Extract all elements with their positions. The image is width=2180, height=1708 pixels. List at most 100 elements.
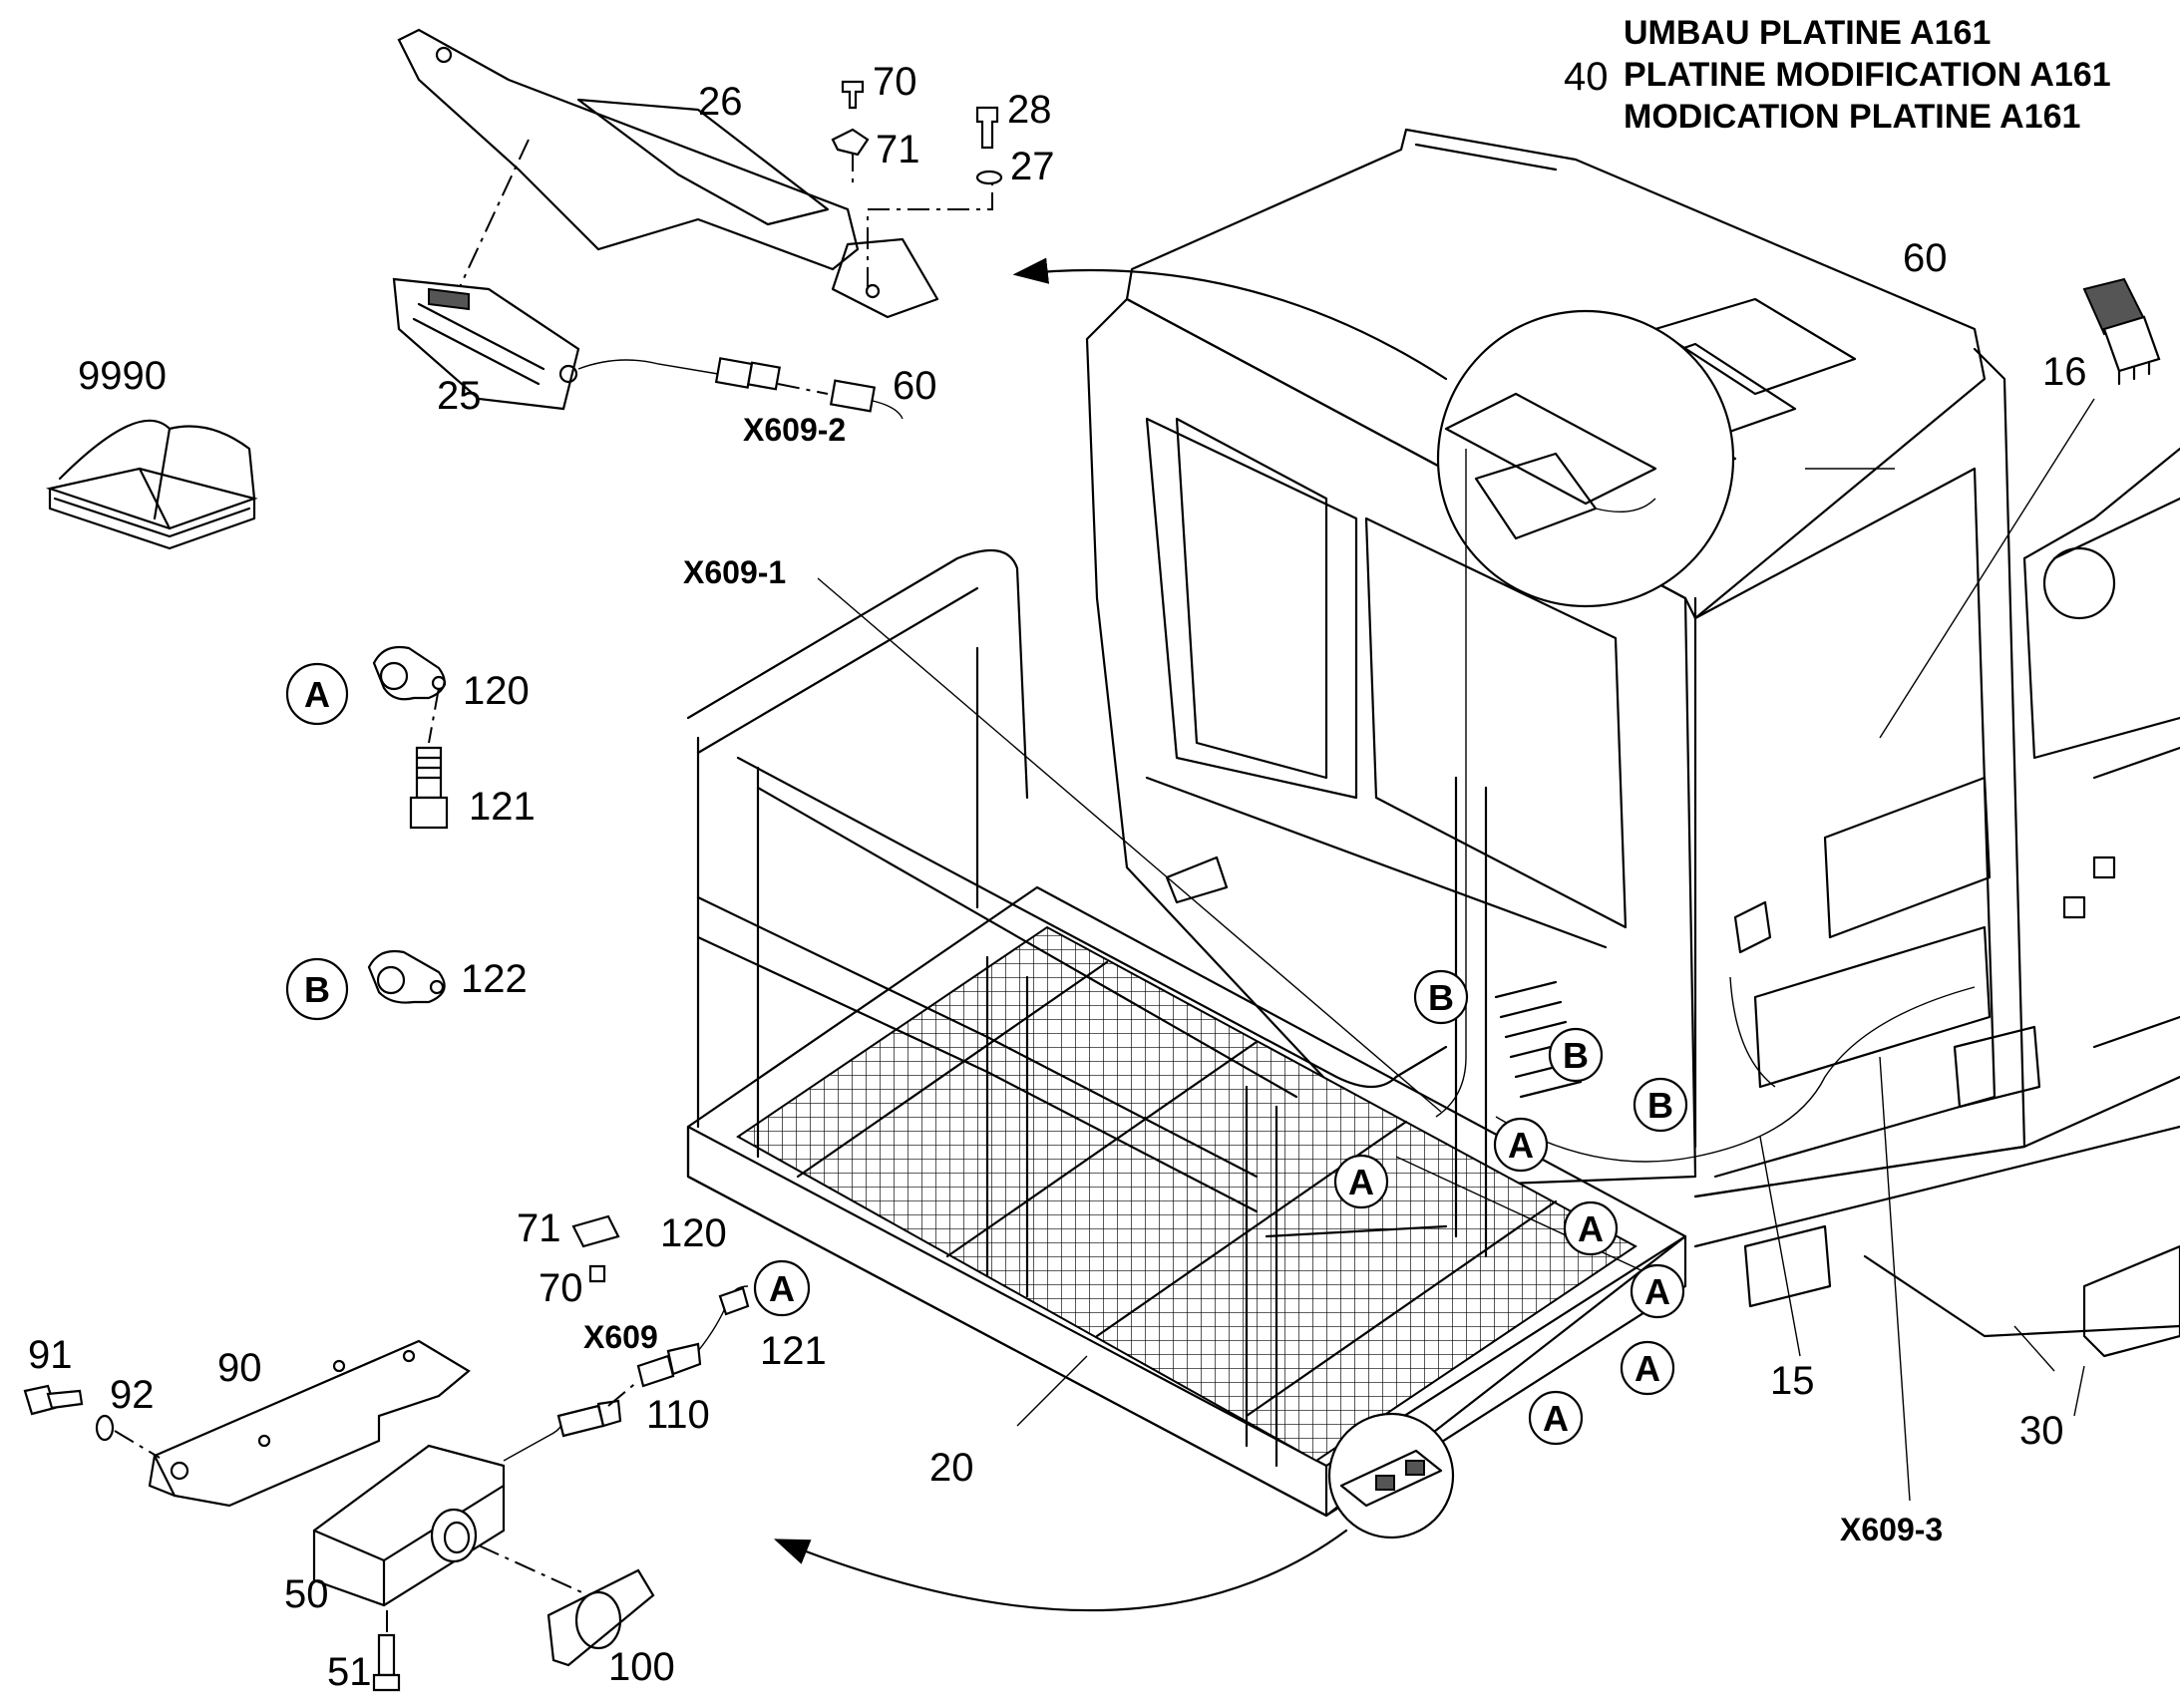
callout-a-clip: A — [285, 662, 349, 726]
label-91: 91 — [28, 1333, 73, 1377]
label-60-right: 60 — [1903, 236, 1948, 280]
label-60-top: 60 — [893, 364, 937, 408]
dash-line-lamp — [458, 139, 530, 290]
wiring-harness — [1395, 449, 1976, 1287]
label-121-bottom: 121 — [760, 1329, 827, 1373]
label-100: 100 — [608, 1645, 675, 1689]
detail-circle-roof-lamp — [1436, 309, 1735, 608]
callout-b-clip: B — [285, 957, 349, 1021]
label-x609-3: X609-3 — [1840, 1512, 1943, 1547]
label-27: 27 — [1010, 145, 1055, 188]
svg-text:A: A — [1644, 1271, 1670, 1312]
label-110: 110 — [646, 1393, 710, 1437]
dash-line-92 — [114, 1430, 161, 1459]
bolt-icon — [588, 1264, 606, 1283]
svg-text:A: A — [1635, 1348, 1660, 1389]
callout-a-2: A — [1493, 1117, 1549, 1173]
title-line-2: PLATINE MODIFICATION A161 — [1624, 56, 2111, 94]
clip-icon — [718, 1286, 750, 1316]
svg-text:B: B — [304, 969, 330, 1010]
svg-text:A: A — [1508, 1125, 1534, 1166]
title-line-1: UMBAU PLATINE A161 — [1624, 14, 1991, 52]
vent-slots — [1494, 980, 1583, 1099]
control-box-50 — [312, 1444, 506, 1607]
walkway-platform — [686, 548, 1687, 1518]
svg-text:B: B — [1647, 1085, 1673, 1126]
label-30: 30 — [2019, 1409, 2064, 1453]
svg-text:A: A — [769, 1268, 795, 1309]
box-cable — [503, 1415, 562, 1462]
callout-a-1: A — [1333, 1154, 1389, 1209]
svg-text:A: A — [304, 674, 330, 715]
manual-book-icon — [45, 419, 258, 550]
label-121-a: 121 — [469, 785, 536, 829]
label-16: 16 — [2042, 350, 2087, 394]
dash-line-bracket — [867, 174, 993, 289]
label-120-bottom: 120 — [660, 1211, 727, 1255]
label-50: 50 — [284, 1572, 329, 1616]
bolt-icon — [831, 80, 1003, 185]
svg-text:A: A — [1578, 1208, 1604, 1249]
dash-line-121 — [428, 687, 440, 744]
callout-a-x609: A — [753, 1259, 811, 1317]
callout-b-2: B — [1548, 1027, 1604, 1083]
bolt-icon — [409, 746, 449, 830]
callout-a-5: A — [1620, 1340, 1675, 1396]
bolt-icon — [372, 1633, 401, 1692]
label-71-top: 71 — [876, 128, 920, 171]
leader-lines — [817, 398, 2095, 1502]
mounting-plate-90 — [148, 1339, 471, 1508]
label-x609: X609 — [583, 1319, 658, 1355]
svg-text:A: A — [1348, 1162, 1374, 1202]
label-26: 26 — [698, 80, 743, 124]
callout-a-3: A — [1563, 1200, 1619, 1256]
part-number-labels: 9990 26 70 71 28 27 25 60 60 16 120 121 … — [28, 60, 2087, 1694]
callout-b-3: B — [1633, 1077, 1688, 1133]
label-70-top: 70 — [873, 60, 917, 104]
switch-icon — [2082, 277, 2161, 386]
label-25: 25 — [437, 374, 482, 418]
dash-line-100 — [478, 1544, 589, 1596]
lamp-bracket-26 — [397, 28, 939, 319]
cover-plate-100 — [546, 1568, 655, 1667]
label-90: 90 — [217, 1346, 262, 1390]
label-120-a: 120 — [463, 669, 530, 713]
callout-a-4: A — [1630, 1263, 1685, 1319]
label-x609-2: X609-2 — [743, 412, 846, 448]
title-prefix-number: 40 — [1564, 55, 1609, 99]
label-71-bottom: 71 — [517, 1206, 561, 1250]
connector-labels: X609-2 X609-1 X609 X609-3 — [583, 412, 1943, 1547]
label-9990: 9990 — [78, 354, 167, 398]
callout-b-1: B — [1413, 969, 1469, 1025]
boom-arm — [2022, 447, 2180, 1049]
arrow-to-control-box — [773, 1529, 1348, 1612]
label-28: 28 — [1007, 88, 1052, 132]
label-x609-1: X609-1 — [683, 554, 786, 590]
svg-text:A: A — [1543, 1398, 1569, 1439]
label-15: 15 — [1770, 1359, 1815, 1403]
base-frame — [1693, 1025, 2180, 1358]
label-92: 92 — [110, 1373, 155, 1417]
clip-icon — [367, 949, 446, 1004]
connector-icon — [556, 1342, 702, 1438]
svg-text:B: B — [1563, 1035, 1589, 1076]
dash-line-110 — [607, 1380, 639, 1407]
callout-a-6: A — [1528, 1390, 1584, 1446]
bolt-icon — [23, 1384, 115, 1442]
label-20: 20 — [929, 1446, 974, 1490]
connector-icon — [714, 357, 877, 413]
lamp-cable — [577, 359, 719, 375]
title-line-3: MODICATION PLATINE A161 — [1624, 98, 2080, 136]
arrow-to-roof-lamp — [1012, 257, 1448, 381]
detail-circle-bottom — [1327, 1412, 1455, 1539]
bracket-71 — [571, 1214, 620, 1248]
circled-callouts: A B A B B B A A A A A A — [285, 662, 1688, 1446]
svg-text:B: B — [1428, 977, 1454, 1018]
cable-end — [872, 400, 904, 420]
label-70-bottom: 70 — [539, 1266, 583, 1310]
label-51: 51 — [327, 1650, 372, 1694]
title-block: UMBAU PLATINE A161 40 PLATINE MODIFICATI… — [1564, 14, 2111, 136]
lamp-icon — [392, 277, 580, 411]
dash-line-x609-2 — [777, 383, 829, 395]
